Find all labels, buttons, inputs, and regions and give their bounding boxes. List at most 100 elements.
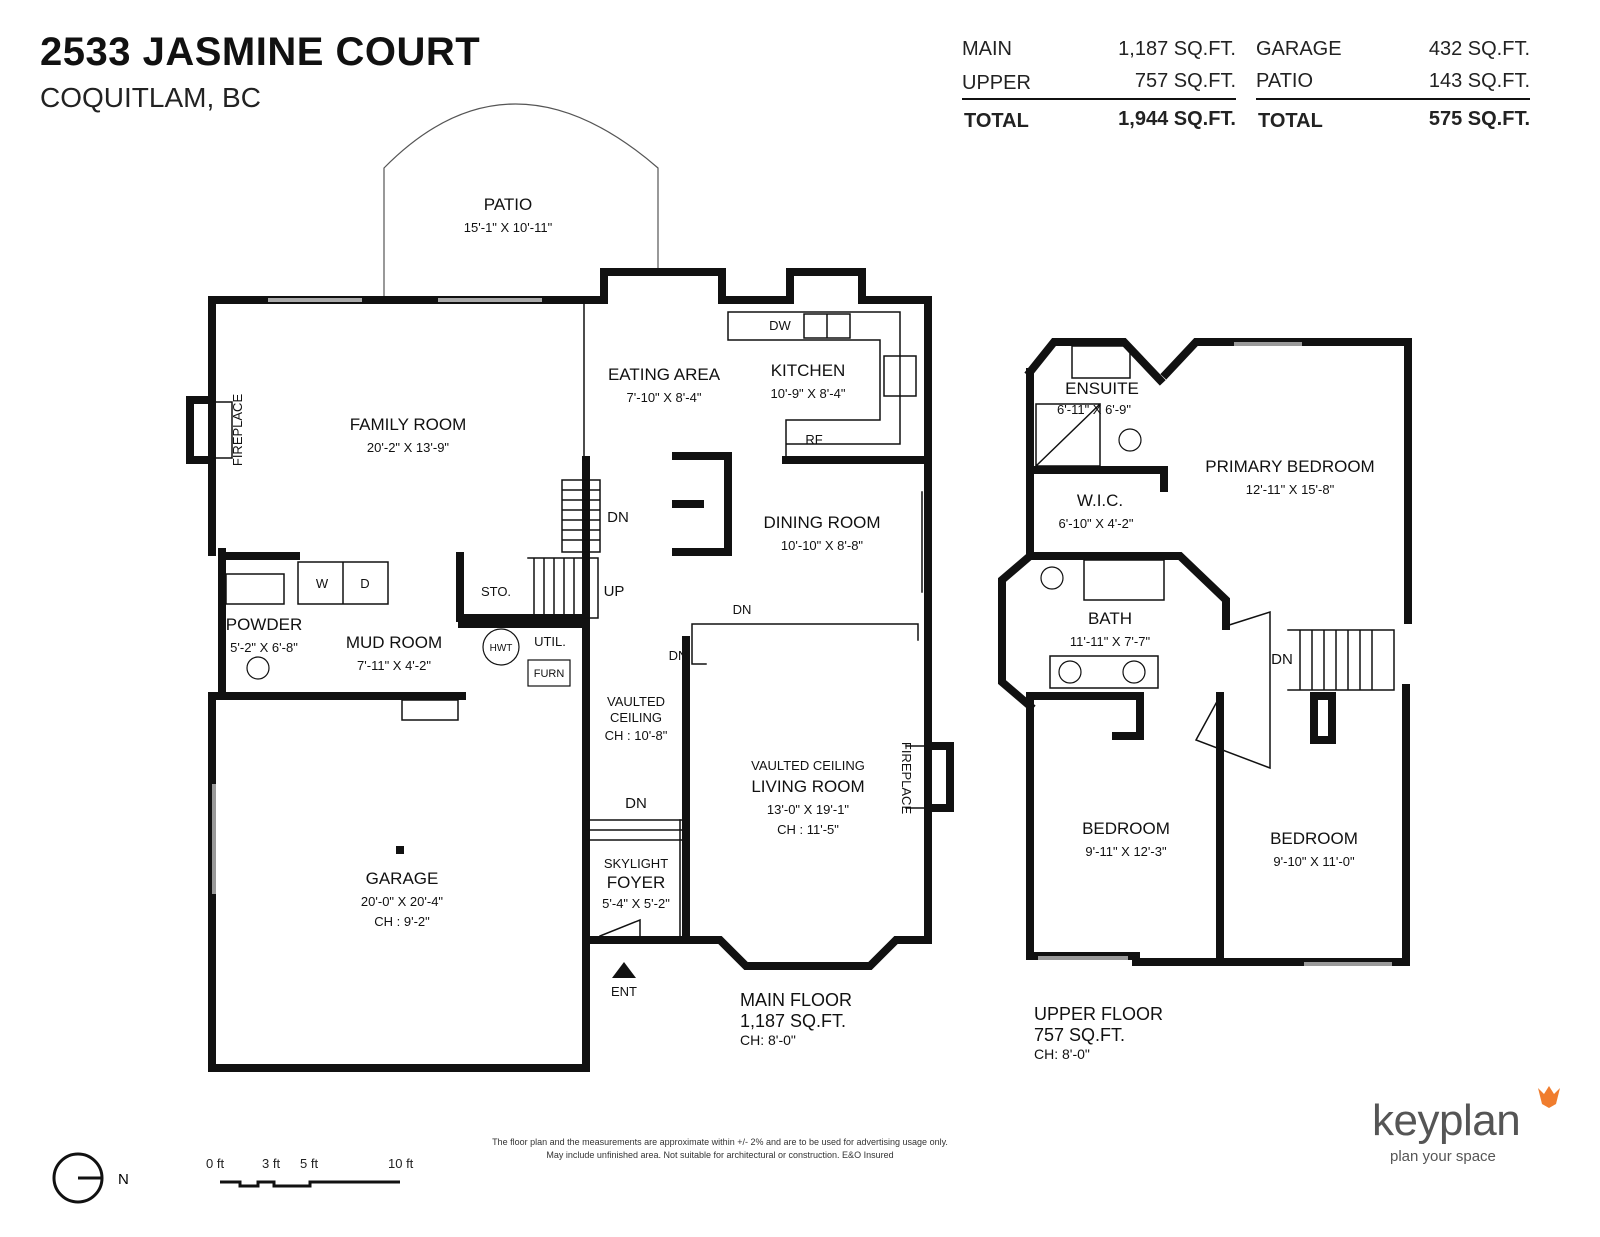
- room-dims-eating-area: 7'-10" X 8'-4": [627, 390, 702, 405]
- bath-vanity: [1049, 655, 1159, 689]
- hwt-label: HWT: [490, 643, 513, 654]
- fireplace-label-living: FIREPLACE: [899, 742, 914, 815]
- washer-dryer: [297, 561, 389, 605]
- scale-label-0: 0 ft: [206, 1156, 225, 1171]
- area-label-upper: UPPER: [962, 72, 1031, 94]
- area-summary: MAIN 1,187 SQ.FT. UPPER 757 SQ.FT. TOTAL…: [962, 36, 1532, 136]
- room-dims-bedroom-2: 9'-10" X 11'-0": [1273, 854, 1355, 869]
- mud-door-step: [401, 699, 459, 721]
- room-label-primary-bedroom: PRIMARY BEDROOM: [1205, 457, 1374, 476]
- bath-tub: [1083, 559, 1165, 601]
- disclaimer-line-2: May include unfinished area. Not suitabl…: [546, 1150, 894, 1160]
- fireplace-box-west: [213, 401, 233, 459]
- main-wall-living-south: [682, 936, 932, 970]
- patio-outline: [383, 103, 659, 297]
- ensuite-shower: [1034, 402, 1102, 468]
- foyer-note: SKYLIGHT: [604, 856, 668, 871]
- washer-label: W: [316, 576, 329, 591]
- upper-wall-bath-north: [1026, 552, 1230, 630]
- upper-floor-ch: CH: 8'-0": [1034, 1046, 1090, 1062]
- room-label-sto: STO.: [481, 584, 511, 599]
- logo-name: keyplan: [1372, 1096, 1521, 1145]
- upper-wall-bath-west: [998, 550, 1036, 712]
- upper-wall-wic: [1026, 466, 1168, 492]
- vaulted-line-1: VAULTED: [607, 694, 665, 709]
- room-dims-kitchen: 10'-9" X 8'-4": [771, 386, 846, 401]
- powder-sink: [225, 573, 285, 605]
- upper-wall-mid: [1026, 692, 1144, 740]
- entrance-arrow-icon: [612, 962, 636, 978]
- scale-bar: [220, 1180, 400, 1188]
- main-wall-fireplace-east: [924, 742, 954, 812]
- fireplace-box-east: [905, 745, 927, 809]
- area-value-patio: 143 SQ.FT.: [1428, 70, 1530, 92]
- room-label-patio: PATIO: [484, 195, 533, 214]
- kitchen-counter-top: [727, 311, 901, 461]
- room-label-bedroom-2: BEDROOM: [1270, 829, 1358, 848]
- room-dims-patio: 15'-1" X 10'-11": [464, 220, 553, 235]
- furnace-label: FURN: [534, 668, 565, 680]
- room-label-dining-room: DINING ROOM: [763, 513, 880, 532]
- room-label-ensuite: ENSUITE: [1065, 379, 1139, 398]
- garage-pillar: [396, 846, 404, 854]
- foyer-door: [599, 918, 641, 937]
- stairs-foyer: [587, 819, 683, 841]
- area-value-total-left: 1,944 SQ.FT.: [1118, 108, 1236, 130]
- area-label-main: MAIN: [962, 38, 1012, 60]
- entrance-label: ENT: [611, 984, 637, 999]
- room-dims-ensuite: 6'-11" X 6'-9": [1057, 402, 1131, 417]
- area-divider-right: [1256, 98, 1530, 100]
- stair-down-label-family: DN: [607, 509, 629, 526]
- room-label-family-room: FAMILY ROOM: [350, 415, 467, 434]
- room-label-mud-room: MUD ROOM: [346, 633, 442, 652]
- area-divider-left: [962, 98, 1236, 100]
- upper-wall-closet: [1310, 692, 1336, 744]
- room-ch-garage: CH : 9'-2": [374, 914, 430, 929]
- area-value-total-right: 575 SQ.FT.: [1428, 108, 1530, 130]
- vaulted-line-2: CEILING: [610, 710, 662, 725]
- living-room-inner: [691, 623, 919, 665]
- scale-label-10: 10 ft: [388, 1156, 414, 1171]
- main-wall-pantry: [672, 452, 732, 556]
- room-dims-powder: 5'-2" X 6'-8": [230, 640, 298, 655]
- room-ch-living-room: CH : 11'-5": [777, 822, 839, 837]
- refrigerator-label: RF: [805, 432, 822, 447]
- disclaimer: The floor plan and the measurements are …: [470, 1136, 970, 1162]
- compass-north-label: N: [118, 1171, 129, 1188]
- living-room-note: VAULTED CEILING: [751, 758, 865, 773]
- room-dims-living-room: 13'-0" X 19'-1": [767, 802, 850, 817]
- main-floor-ch: CH: 8'-0": [740, 1032, 796, 1048]
- scale-label-5: 5 ft: [300, 1156, 319, 1171]
- room-label-kitchen: KITCHEN: [771, 361, 846, 380]
- logo-tagline: plan your space: [1390, 1148, 1496, 1165]
- upper-floor-name: UPPER FLOOR: [1034, 1004, 1164, 1024]
- main-floor-caption: MAIN FLOOR 1,187 SQ.FT. CH: 8'-0": [740, 990, 852, 1048]
- furnace-box: [527, 659, 571, 687]
- area-label-total-left: TOTAL: [964, 110, 1029, 132]
- main-wall-nook: [600, 268, 932, 304]
- fireplace-label-family: FIREPLACE: [230, 394, 245, 467]
- sink-fixture: [803, 313, 851, 339]
- area-value-upper: 757 SQ.FT.: [1134, 70, 1236, 92]
- room-label-bedroom-1: BEDROOM: [1082, 819, 1170, 838]
- dishwasher-label: DW: [769, 318, 791, 333]
- area-label-total-right: TOTAL: [1258, 110, 1323, 132]
- stairs-up: [527, 557, 599, 619]
- room-label-bath: BATH: [1088, 609, 1132, 628]
- room-dims-family-room: 20'-2" X 13'-9": [367, 440, 450, 455]
- room-dims-wic: 6'-10" X 4'-2": [1059, 516, 1134, 531]
- upper-floor-area: 757 SQ.FT.: [1034, 1025, 1126, 1045]
- room-dims-garage: 20'-0" X 20'-4": [361, 894, 444, 909]
- room-label-wic: W.I.C.: [1077, 491, 1123, 510]
- upper-hall-angle: [1194, 610, 1271, 770]
- stairs-family: [561, 479, 601, 553]
- stair-up-label: UP: [604, 583, 625, 600]
- area-label-patio: PATIO: [1256, 70, 1314, 92]
- ensuite-sink: [1071, 345, 1131, 379]
- main-floor-name: MAIN FLOOR: [740, 990, 853, 1010]
- scale-label-3: 3 ft: [262, 1156, 281, 1171]
- upper-wall-ensuite: [1024, 338, 1166, 386]
- ensuite-toilet: [1118, 428, 1142, 452]
- page-subtitle: COQUITLAM, BC: [40, 82, 261, 113]
